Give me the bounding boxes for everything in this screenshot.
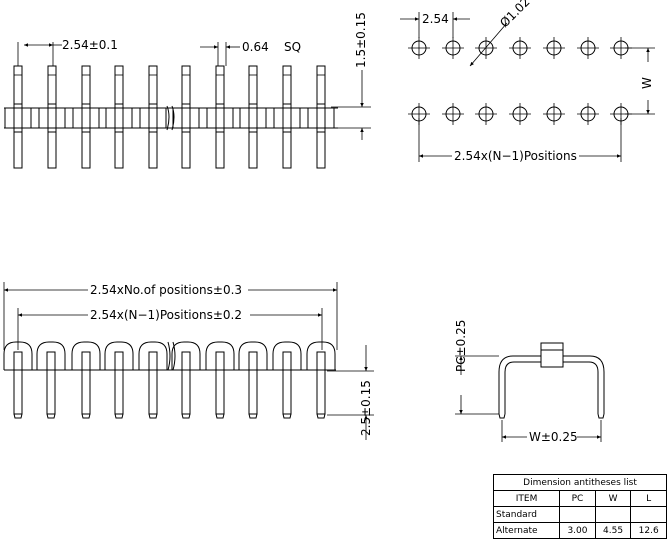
table-header-row: ITEM PC W L bbox=[492, 490, 667, 507]
pc-dim-label: PC±0.25 bbox=[454, 320, 468, 372]
top-pin-shoulder bbox=[282, 103, 292, 133]
side-pin bbox=[114, 351, 124, 415]
side-pin bbox=[215, 351, 225, 415]
break-mark bbox=[167, 341, 171, 371]
table-title: Dimension antitheses list bbox=[493, 474, 667, 491]
pcb-layout: 2.54 Ø1.02 W 2.54x(N−1)Positions bbox=[400, 0, 655, 163]
side-pin-tip bbox=[46, 413, 56, 419]
pin-tip bbox=[597, 413, 605, 419]
side-pin-tip bbox=[282, 413, 292, 419]
table-header: PC bbox=[559, 490, 596, 507]
side-pin-tip bbox=[181, 413, 191, 419]
side-pin-tip bbox=[81, 413, 91, 419]
hole-dia-label: Ø1.02 bbox=[497, 0, 532, 30]
side-view: 2.54xNo.of positions±0.3 2.54x(N−1)Posit… bbox=[3, 282, 374, 440]
table-cell bbox=[594, 506, 632, 523]
top-pin-shoulder bbox=[148, 103, 158, 133]
side-pin bbox=[13, 351, 23, 415]
pitch-pcb-label: 2.54 bbox=[422, 12, 449, 26]
side-pin bbox=[148, 351, 158, 415]
pcb-span-label: 2.54x(N−1)Positions bbox=[454, 149, 577, 163]
table-cell: 12.6 bbox=[630, 522, 667, 539]
pins-span-label: 2.54x(N−1)Positions±0.2 bbox=[90, 308, 242, 322]
side-pin-tip bbox=[248, 413, 258, 419]
top-view: 2.54±0.1 0.64 SQ 1.5±0.15 bbox=[4, 12, 371, 169]
table-cell bbox=[630, 506, 667, 523]
pin-length-label: 2.5±0.15 bbox=[359, 380, 373, 436]
table-row: Standard bbox=[492, 506, 667, 523]
table-cell: Standard bbox=[492, 506, 561, 523]
hole-dia-leader bbox=[469, 22, 508, 67]
side-pin-tip bbox=[13, 413, 23, 419]
side-pin-tip bbox=[215, 413, 225, 419]
end-view: PC±0.25 W±0.25 bbox=[454, 320, 605, 444]
pcb-holes bbox=[408, 37, 632, 125]
pin-size-label: 0.64 bbox=[242, 40, 269, 54]
row-spacing-label: W bbox=[640, 77, 654, 89]
pin-tip bbox=[498, 413, 506, 419]
top-pin-shoulder bbox=[114, 103, 124, 133]
side-pin bbox=[46, 351, 56, 415]
pin-size-unit: SQ bbox=[284, 40, 301, 54]
end-housing bbox=[540, 342, 564, 368]
top-view-pins bbox=[4, 65, 335, 169]
side-pin bbox=[282, 351, 292, 415]
table-cell: Alternate bbox=[492, 522, 561, 539]
side-pin bbox=[181, 351, 191, 415]
top-pin-shoulder bbox=[81, 103, 91, 133]
dimension-table: Dimension antitheses list ITEM PC W L St… bbox=[492, 474, 667, 539]
side-pin-tip bbox=[114, 413, 124, 419]
pin-inner-bend bbox=[504, 361, 599, 414]
break-mark bbox=[166, 105, 170, 131]
side-view-pins bbox=[3, 341, 336, 419]
table-header: L bbox=[630, 490, 667, 507]
side-pin bbox=[316, 351, 326, 415]
side-pin-tip bbox=[316, 413, 326, 419]
top-pin-shoulder bbox=[13, 103, 23, 133]
height-top-label: 1.5±0.15 bbox=[354, 12, 368, 68]
break-mark bbox=[172, 341, 176, 371]
top-pin-shoulder bbox=[215, 103, 225, 133]
top-pin-shoulder bbox=[181, 103, 191, 133]
w-dim-label: W±0.25 bbox=[529, 430, 578, 444]
top-pin-shoulder bbox=[316, 103, 326, 133]
table-cell: 4.55 bbox=[594, 522, 632, 539]
table-header: W bbox=[594, 490, 632, 507]
overall-length-label: 2.54xNo.of positions±0.3 bbox=[90, 283, 242, 297]
top-pin-shoulder bbox=[248, 103, 258, 133]
table-header: ITEM bbox=[492, 490, 561, 507]
table-row: Alternate 3.00 4.55 12.6 bbox=[492, 522, 667, 539]
side-pin-tip bbox=[148, 413, 158, 419]
pitch-top-label: 2.54±0.1 bbox=[62, 38, 118, 52]
top-pin-shoulder bbox=[47, 103, 57, 133]
table-cell: 3.00 bbox=[559, 522, 596, 539]
side-pin bbox=[81, 351, 91, 415]
table-cell bbox=[559, 506, 596, 523]
side-pin bbox=[248, 351, 258, 415]
